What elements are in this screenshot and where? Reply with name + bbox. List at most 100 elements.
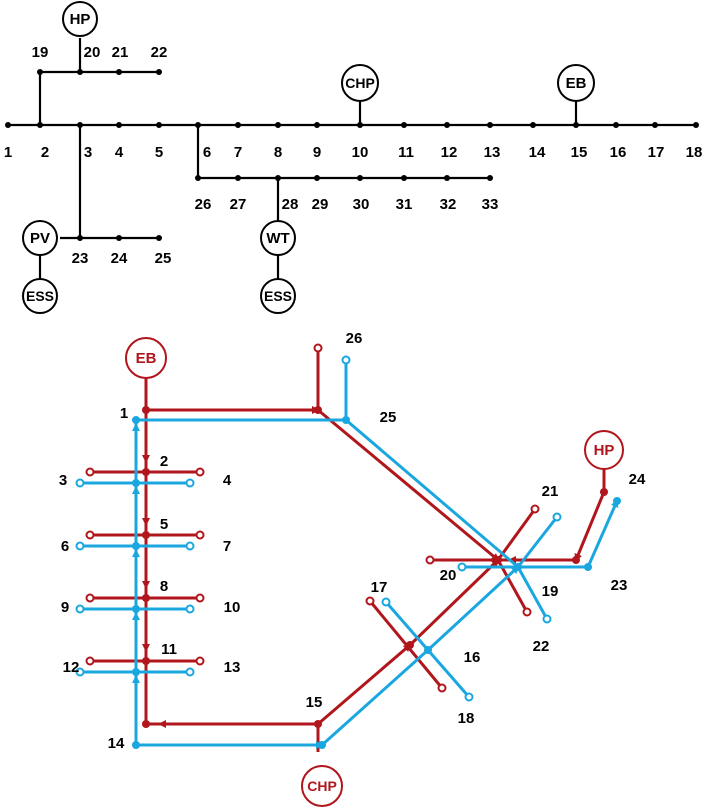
node-label: 4 [223, 472, 232, 489]
supply-junction [600, 488, 608, 496]
bus-label: 2 [41, 144, 49, 161]
bus-label: 28 [282, 196, 299, 213]
return-terminal [464, 692, 474, 702]
bus-dot [357, 122, 363, 128]
bus-dot [5, 122, 11, 128]
ess-device-circle [22, 278, 58, 314]
supply-junction [494, 556, 502, 564]
node-label: 11 [161, 641, 177, 658]
bus-dot [156, 122, 162, 128]
bus-dot [573, 122, 579, 128]
return-terminal [75, 604, 85, 614]
supply-junction [142, 594, 150, 602]
eb-device-label: EB [566, 75, 587, 92]
supply-terminal [85, 593, 95, 603]
supply-terminal [195, 656, 205, 666]
bus-label: 25 [155, 250, 172, 267]
bus-label: 10 [352, 144, 369, 161]
bus-dot [37, 122, 43, 128]
supply-terminal [425, 555, 435, 565]
return-pipe [516, 516, 559, 568]
bus-dot [401, 122, 407, 128]
bus-dot [444, 175, 450, 181]
eb-heat-source-circle [125, 337, 167, 379]
bus-label: 1 [4, 144, 12, 161]
bus-dot [77, 122, 83, 128]
bus-label: 20 [84, 44, 101, 61]
supply-terminal [195, 467, 205, 477]
return-junction [132, 479, 140, 487]
supply-terminal [365, 596, 375, 606]
bus-dot [116, 69, 122, 75]
power-bus-dots [5, 69, 699, 241]
power-bus-labels: 1 2 3 4 5 6 7 8 9 10 11 12 13 14 15 16 1… [4, 44, 703, 267]
supply-pipe [317, 643, 412, 726]
return-terminal-nodes [75, 355, 562, 702]
ess-device-circle [260, 278, 296, 314]
return-junction [514, 563, 522, 571]
node-label: 1 [120, 405, 128, 422]
bus-dot [77, 69, 83, 75]
bus-dot [77, 235, 83, 241]
return-terminal [185, 478, 195, 488]
bus-label: 8 [274, 144, 282, 161]
node-label: 12 [63, 659, 80, 676]
eb-heat-source-label: EB [136, 350, 157, 367]
bus-dot [275, 122, 281, 128]
return-junction [342, 416, 350, 424]
bus-dot [530, 122, 536, 128]
return-junction [318, 741, 326, 749]
chp-heat-source-circle [301, 765, 343, 807]
return-terminal [75, 478, 85, 488]
node-label: 22 [533, 638, 550, 655]
return-terminal [542, 614, 552, 624]
return-junction [584, 563, 592, 571]
bus-dot [156, 235, 162, 241]
return-junction [132, 741, 140, 749]
supply-terminal [313, 343, 323, 353]
node-label: 13 [224, 659, 241, 676]
return-junction [424, 646, 432, 654]
bus-dot [195, 175, 201, 181]
bus-dot [195, 122, 201, 128]
return-pipe [320, 648, 430, 747]
node-label: 18 [458, 710, 475, 727]
bus-label: 22 [151, 44, 168, 61]
bus-label: 21 [112, 44, 129, 61]
return-junction [132, 542, 140, 550]
supply-terminal [195, 593, 205, 603]
node-label: 26 [346, 330, 363, 347]
return-terminal [341, 355, 351, 365]
node-label: 14 [108, 735, 125, 752]
bus-label: 9 [313, 144, 321, 161]
bus-label: 29 [312, 196, 329, 213]
node-label: 7 [223, 538, 231, 555]
bus-label: 11 [398, 144, 414, 161]
chp-device-label: CHP [345, 75, 375, 91]
bus-label: 13 [484, 144, 501, 161]
supply-junction [142, 657, 150, 665]
supply-junction [314, 720, 322, 728]
node-label: 19 [542, 583, 559, 600]
bus-label: 6 [203, 144, 211, 161]
bus-label: 14 [529, 144, 546, 161]
supply-pipe [574, 491, 606, 562]
return-terminal [75, 667, 85, 677]
bus-label: 5 [155, 144, 163, 161]
bus-dot [235, 175, 241, 181]
eb-device-circle [557, 64, 595, 102]
supply-terminal [85, 656, 95, 666]
return-terminal [552, 512, 562, 522]
bus-dot [314, 122, 320, 128]
pv-device-circle [22, 220, 58, 256]
bus-label: 19 [32, 44, 49, 61]
node-label: 10 [224, 599, 241, 616]
bus-label: 17 [648, 144, 665, 161]
hp-device-circle [62, 1, 98, 37]
supply-junction [142, 406, 150, 414]
hp-device-label: HP [70, 11, 91, 28]
return-pipe [516, 566, 549, 620]
return-terminal [75, 541, 85, 551]
return-junction [132, 605, 140, 613]
